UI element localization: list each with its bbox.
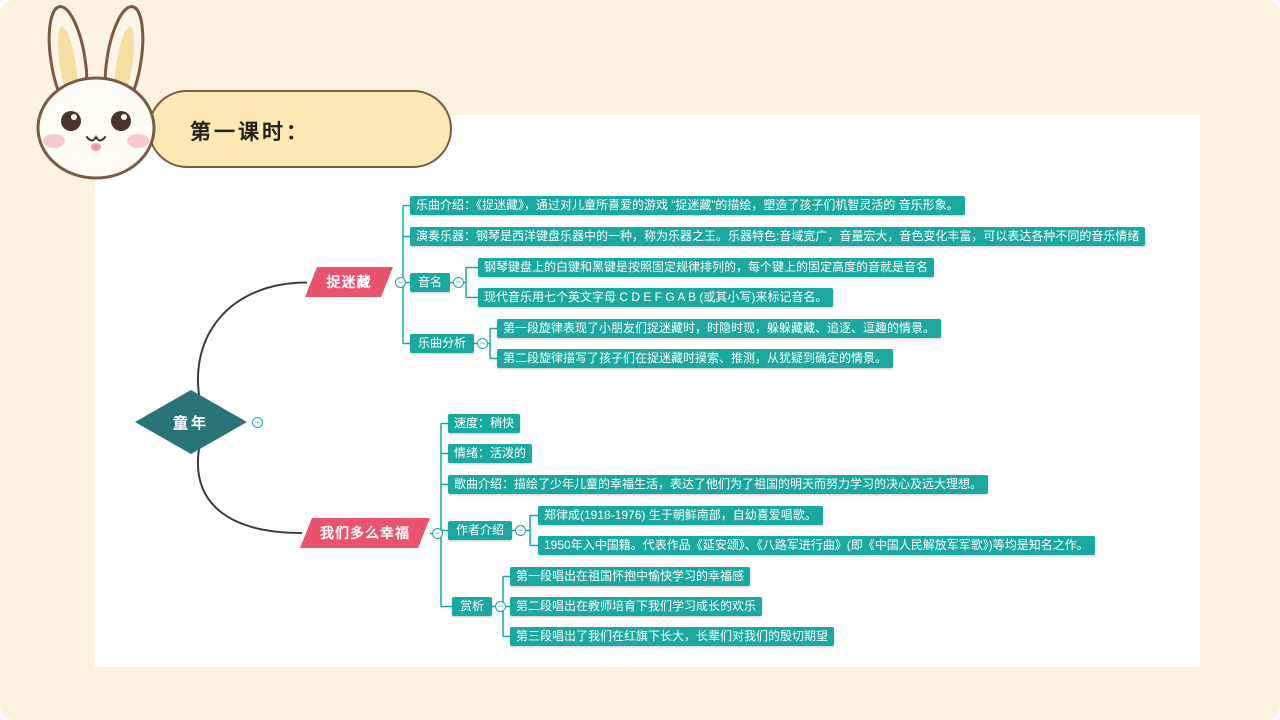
node-pitch-detail-1: 钢琴键盘上的白键和黑键是按照固定规律排列的，每个键上的固定高度的音就是音名 [478,258,935,277]
node-appreciation-detail-3: 第三段唱出了我们在红旗下长大，长辈们对我们的殷切期望 [510,627,835,646]
node-tempo: 速度：稍快 [448,414,521,433]
collapse-minus-icon[interactable]: − [432,528,443,539]
branch-node-label: 捉迷藏 [326,274,372,290]
node-song-intro: 歌曲介绍：描绘了少年儿童的幸福生活，表达了他们为了祖国的明天而努力学习的决心及远… [448,475,989,494]
root-node-label: 童年 [172,414,209,432]
node-mood: 情绪：活泼的 [448,444,533,463]
collapse-minus-icon[interactable]: − [495,601,506,612]
node-author-detail-1: 郑律成(1918-1976) 生于朝鲜南部，自幼喜爱唱歌。 [538,506,823,525]
collapse-minus-icon[interactable]: − [515,525,526,536]
node-appreciation-label: 赏析 [452,597,493,616]
collapse-minus-icon[interactable]: − [395,277,406,288]
node-analysis-label: 乐曲分析 [410,334,475,353]
node-music-intro: 乐曲介绍：《捉迷藏》，通过对儿童所喜爱的游戏 “捉迷藏”的描绘，塑造了孩子们机智… [410,196,965,215]
node-pitch-names-label: 音名 [410,273,451,292]
node-author-label: 作者介绍 [448,521,513,540]
title-banner: 第一课时： [148,90,452,168]
collapse-minus-icon[interactable]: − [453,277,464,288]
lesson-title: 第一课时： [190,120,310,144]
collapse-minus-icon[interactable]: − [477,338,488,349]
node-analysis-detail-2: 第二段旋律描写了孩子们在捉迷藏时摸索、推测，从犹疑到确定的情景。 [497,349,894,368]
node-appreciation-detail-1: 第一段唱出在祖国怀抱中愉快学习的幸福感 [510,567,751,586]
node-analysis-detail-1: 第一段旋律表现了小朋友们捉迷藏时，时隐时现，躲躲藏藏、追逐、逗趣的情景。 [497,319,942,338]
branch-node-label: 我们多么幸福 [320,525,410,541]
rabbit-illustration [36,5,156,180]
branch-node-hide-and-seek: 捉迷藏 [305,267,393,297]
node-instrument: 演奏乐器：钢琴是西洋键盘乐器中的一种，称为乐器之王。乐器特色:音域宽广，音量宏大… [410,227,1146,246]
node-pitch-detail-2: 现代音乐用七个英文字母 C D E F G A B (或其小写)来标记音名。 [478,288,834,307]
branch-node-how-happy-we-are: 我们多么幸福 [300,518,430,548]
node-author-detail-2: 1950年入中国籍。代表作品《延安颂》、《八路军进行曲》(即《中国人民解放军军歌… [538,536,1095,555]
collapse-minus-icon[interactable]: − [252,417,263,428]
node-appreciation-detail-2: 第二段唱出在教师培育下我们学习成长的欢乐 [510,597,763,616]
